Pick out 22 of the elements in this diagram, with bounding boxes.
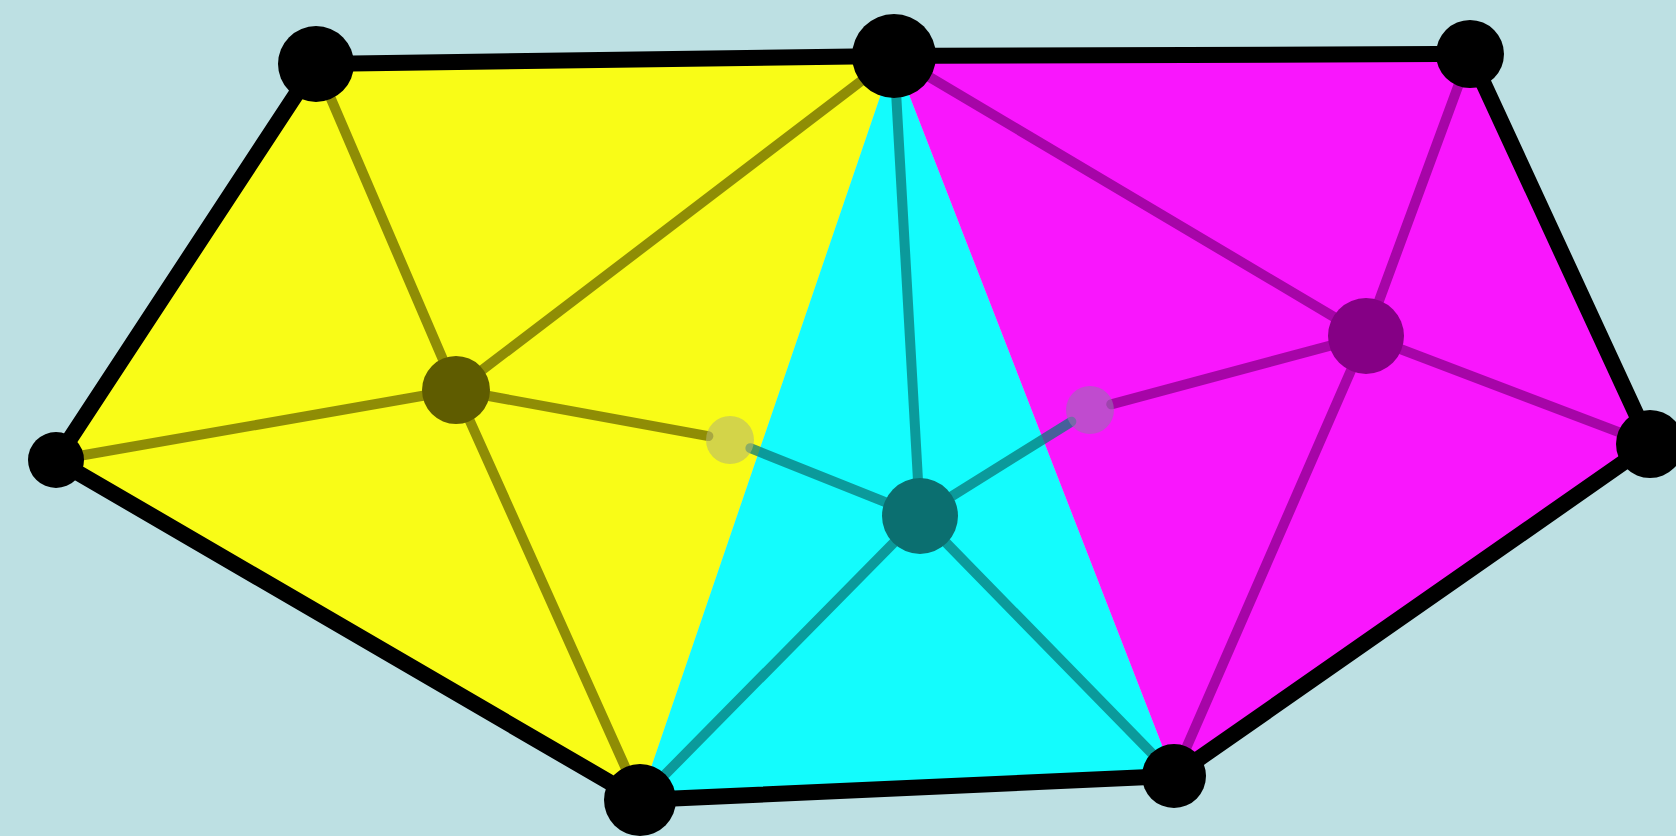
spoke-line [464,414,632,774]
spoke-line [945,416,1077,502]
vertex-dot [278,26,354,102]
vertex-dot [28,432,84,488]
junction-dot [1066,386,1114,434]
spoke-line [658,536,900,781]
vertex-dot [1436,20,1504,88]
spoke-line [476,75,868,376]
junction-dot [706,416,754,464]
spoke-line [1373,79,1464,308]
boundary-line [62,86,305,447]
vertex-dot [604,764,676,836]
boundary-line [70,465,619,791]
spoke-line [325,92,449,366]
vertex-dot [1616,410,1676,478]
boundary-line [1190,454,1632,767]
vertex-dot [1142,744,1206,808]
spoke-line [923,71,1341,323]
vertex-dot [852,14,936,98]
spoke-line [745,443,892,508]
spoke-line [1181,364,1357,754]
spoke-line [940,536,1159,760]
